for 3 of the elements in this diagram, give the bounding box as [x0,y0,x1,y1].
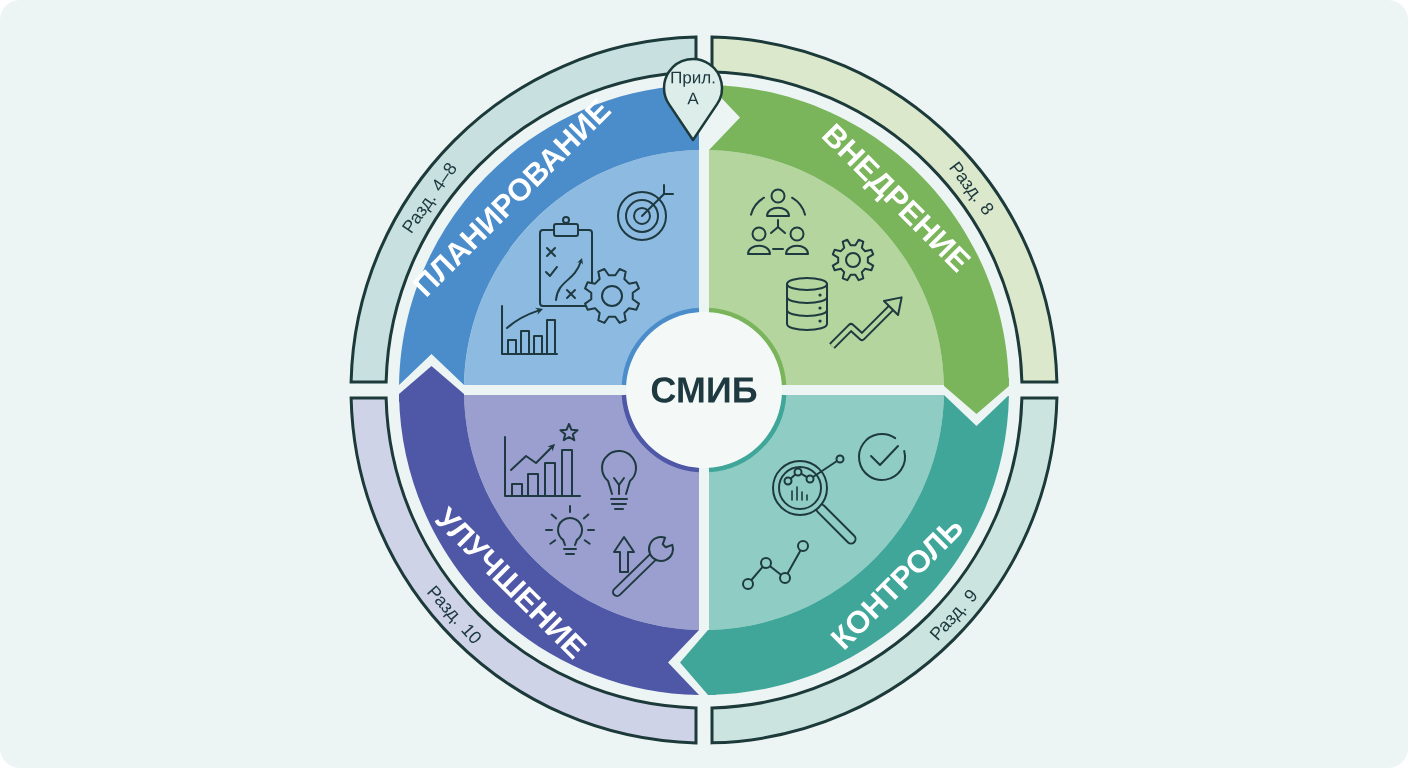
arrow [399,366,464,402]
arrow [680,630,716,695]
arrow [944,378,1009,414]
